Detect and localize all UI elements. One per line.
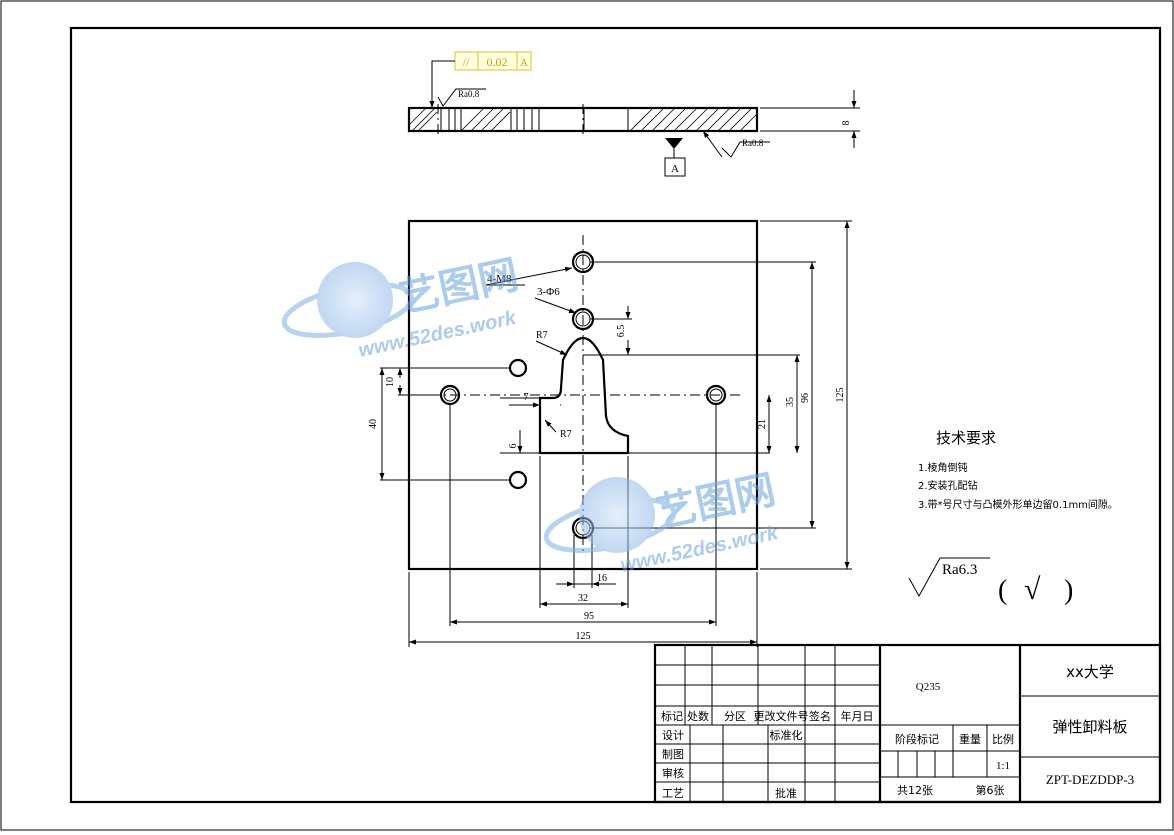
tech-requirement-1: 1.棱角倒钝 xyxy=(918,461,968,474)
weight-label: 重量 xyxy=(959,732,981,746)
sheet-number: 第6张 xyxy=(976,783,1005,797)
row-approve: 批准 xyxy=(775,786,797,800)
callout-radius-top: R7 xyxy=(536,330,548,341)
datum-label: A xyxy=(671,163,679,175)
callout-radius-side: R7 xyxy=(560,429,572,440)
dim-7: 7 xyxy=(524,392,529,403)
dim-96: 96 xyxy=(800,393,811,403)
general-roughness-open: ( xyxy=(998,575,1007,606)
header-mark: 标记 xyxy=(661,709,683,723)
dim-125-vertical: 125 xyxy=(835,388,846,403)
gdt-symbol: // xyxy=(463,55,470,69)
tech-requirements: 技术要求 1.棱角倒钝 2.安装孔配钻 3.带*号尺寸与凸模外形单边留0.1mm… xyxy=(918,429,1118,511)
drawing-frame xyxy=(69,26,1162,804)
general-roughness-close: ) xyxy=(1064,575,1073,606)
row-standard: 标准化 xyxy=(770,728,803,742)
tech-requirement-3: 3.带*号尺寸与凸模外形单边留0.1mm间隙。 xyxy=(918,498,1118,511)
watermark-right: 艺图网 www.52des.work xyxy=(543,468,781,577)
dim-32: 32 xyxy=(578,593,588,604)
dim-21: 21 xyxy=(757,419,768,429)
header-change-doc: 更改文件号 xyxy=(754,709,809,723)
row-review: 审核 xyxy=(662,766,684,780)
dim-125-horizontal: 125 xyxy=(576,631,591,642)
dim-10: 10 xyxy=(385,377,396,387)
material: Q235 xyxy=(916,681,941,693)
datum-triangle xyxy=(665,138,683,149)
general-roughness-check: √ xyxy=(1024,573,1041,606)
sheets-total: 共12张 xyxy=(897,784,933,797)
dim-6-5: 6.5 xyxy=(616,325,627,338)
gdt-tolerance: 0.02 xyxy=(487,55,508,69)
roughness-bottom-label: Ra0.8 xyxy=(742,138,764,148)
header-sign: 签名 xyxy=(809,709,831,723)
roughness-top-label: Ra0.8 xyxy=(458,89,480,99)
row-design: 设计 xyxy=(662,729,684,742)
dim-35: 35 xyxy=(785,397,796,407)
stage-label: 阶段标记 xyxy=(895,732,939,746)
scale-label: 比例 xyxy=(992,732,1014,746)
dim-40: 40 xyxy=(368,419,379,429)
header-count: 处数 xyxy=(687,710,709,723)
title-block: 标记 处数 分区 更改文件号 签名 年月日 设计 标准化 制图 审核 工艺 批准… xyxy=(653,643,1162,804)
watermark-globe-icon xyxy=(317,262,393,338)
dim-16: 16 xyxy=(597,573,607,584)
header-zone: 分区 xyxy=(724,710,746,723)
section-view: // 0.02 A Ra0.8 A Ra0.8 8 xyxy=(407,51,860,177)
dim-95: 95 xyxy=(584,611,594,622)
general-roughness-value: Ra6.3 xyxy=(942,562,977,578)
plan-view: 4-M8 3-Φ6 R7 R7 xyxy=(368,219,852,647)
watermark-globe-icon-2 xyxy=(579,477,655,553)
dim-thickness: 8 xyxy=(841,121,852,126)
tech-requirement-2: 2.安装孔配钻 xyxy=(918,479,978,492)
row-process: 工艺 xyxy=(662,787,684,800)
tech-requirements-title: 技术要求 xyxy=(936,429,996,447)
dim-6: 6 xyxy=(508,444,519,449)
punch-opening xyxy=(538,337,630,455)
row-drafting: 制图 xyxy=(662,748,684,761)
callout-pin-holes: 3-Φ6 xyxy=(537,286,560,298)
scale-value: 1:1 xyxy=(996,760,1010,772)
watermark-left: 艺图网 www.52des.work xyxy=(281,253,522,362)
header-date: 年月日 xyxy=(841,709,874,723)
callout-tapped-holes: 4-M8 xyxy=(487,273,512,285)
gdt-datum-ref: A xyxy=(520,57,528,69)
university-name: xx大学 xyxy=(1066,663,1114,681)
general-roughness: Ra6.3 ( √ ) xyxy=(908,557,1073,606)
part-name: 弹性卸料板 xyxy=(1052,718,1127,736)
drawing-number: ZPT-DEZDDP-3 xyxy=(1046,772,1134,787)
